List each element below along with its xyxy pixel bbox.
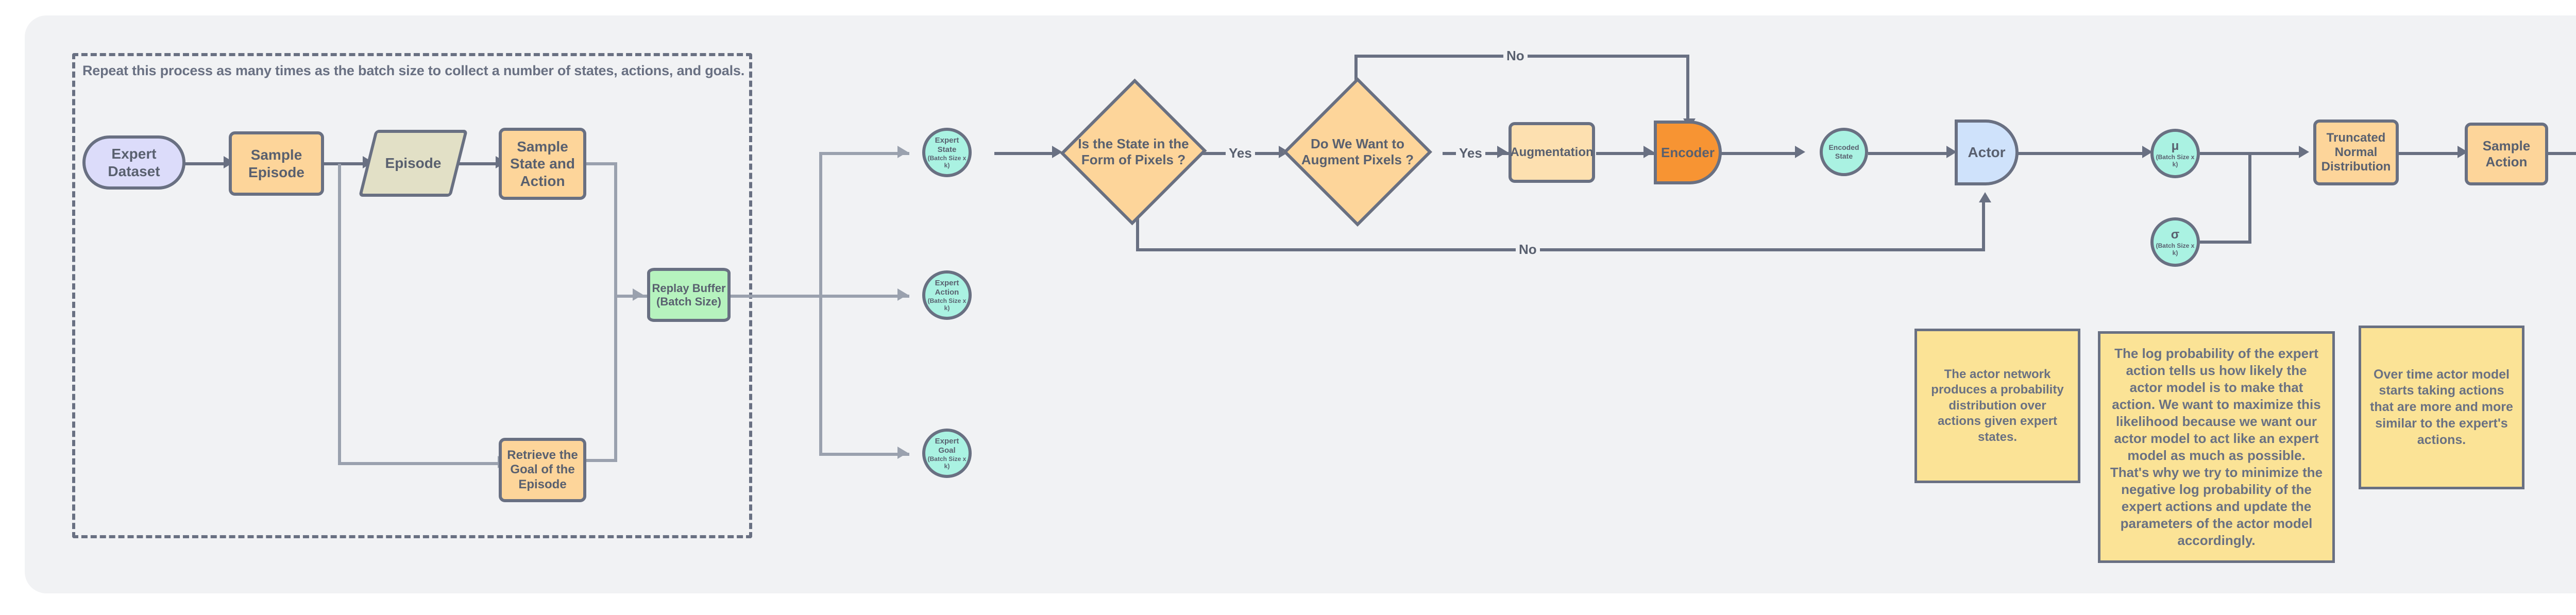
node-decision-augment-pixels-label: Do We Want to Augment Pixels ?	[1301, 136, 1414, 167]
edge-retrieve-goal-up	[614, 298, 617, 462]
node-augmentation[interactable]: Augmentation	[1509, 122, 1595, 183]
node-encoder[interactable]: Encoder	[1654, 121, 1722, 184]
arrowhead-to-pixels-decision	[1052, 146, 1062, 158]
arrowhead-mu-to-truncated	[2299, 146, 2309, 158]
node-decision-is-state-pixels[interactable]: Is the State in the Form of Pixels ?	[1060, 77, 1207, 227]
node-replay-buffer-shape	[647, 268, 731, 322]
edge-trunk-to-expert-goal	[819, 453, 909, 456]
edge-pixels-no-up-to-actor	[1982, 202, 1985, 251]
edge-sample-state-down	[614, 162, 617, 298]
edge-episode-to-sample-state	[447, 162, 499, 165]
edge-trunk-to-expert-state	[819, 152, 909, 155]
node-sample-action[interactable]: Sample Action	[2465, 123, 2548, 185]
node-sample-action-label: Sample Action	[2482, 138, 2531, 169]
node-sigma[interactable]: σ (Batch Size x k)	[2150, 217, 2200, 267]
note-actor-network-text: The actor network produces a probability…	[1931, 367, 2064, 444]
edge-label-pixels-yes: Yes	[1226, 145, 1255, 161]
note-actor-network: The actor network produces a probability…	[1914, 329, 2080, 483]
node-expert-dataset-label: Expert Dataset	[108, 146, 160, 179]
node-expert-dataset[interactable]: Expert Dataset	[82, 135, 185, 190]
note-log-probability-text: The log probability of the expert action…	[2110, 345, 2323, 549]
node-decision-is-state-pixels-label: Is the State in the Form of Pixels ?	[1078, 136, 1189, 167]
node-expert-action-label: Expert Action	[935, 279, 959, 297]
arrowhead-expert-action	[897, 288, 908, 301]
arrowhead-encoder-to-encoded-state	[1795, 146, 1805, 158]
arrowhead-expert-state	[897, 146, 908, 158]
node-expert-state-sub: (Batch Size x k)	[927, 154, 967, 169]
node-actor[interactable]: Actor	[1955, 119, 2019, 185]
edge-expert-state-to-pixels	[994, 152, 1056, 155]
edge-sample-state-right	[584, 162, 617, 165]
edge-sigma-right	[2200, 241, 2251, 244]
edge-sigma-up	[2248, 152, 2251, 244]
node-sigma-label: σ	[2171, 227, 2180, 242]
edge-actor-to-mu	[2018, 152, 2146, 155]
node-sigma-sub: (Batch Size x k)	[2156, 242, 2195, 257]
node-sample-episode-label: Sample Episode	[248, 147, 304, 180]
edge-label-augment-yes: Yes	[1456, 145, 1485, 161]
arrowhead-expert-goal	[897, 447, 908, 459]
node-encoder-label: Encoder	[1660, 144, 1715, 160]
node-mu-label: μ	[2171, 139, 2179, 153]
edge-pixels-no-down	[1136, 206, 1139, 251]
edge-augmentation-to-encoder	[1596, 152, 1656, 155]
edge-retrieve-goal-right	[584, 459, 616, 462]
edge-encoder-to-encoded-state	[1721, 152, 1798, 155]
repeat-process-caption: Repeat this process as many times as the…	[82, 63, 745, 78]
node-episode[interactable]: Episode	[358, 130, 468, 197]
node-mu[interactable]: μ (Batch Size x k)	[2150, 129, 2200, 178]
node-expert-goal-label: Expert Goal	[935, 437, 959, 455]
edge-sample-episode-down	[338, 164, 341, 465]
node-sample-state-and-action[interactable]: Sample State and Action	[499, 128, 586, 200]
node-replay-buffer[interactable]: Replay Buffer (Batch Size)	[647, 268, 731, 322]
edge-label-pixels-no: No	[1516, 242, 1540, 258]
edge-mu-to-truncated	[2200, 152, 2303, 155]
edge-truncated-to-sample-action	[2384, 152, 2462, 155]
note-over-time: Over time actor model starts taking acti…	[2359, 326, 2524, 489]
node-encoded-state[interactable]: Encoded State	[1820, 128, 1868, 176]
node-truncated-normal-distribution-label: Truncated Normal Distribution	[2321, 130, 2391, 174]
node-sample-episode[interactable]: Sample Episode	[229, 131, 324, 196]
note-over-time-text: Over time actor model starts taking acti…	[2370, 367, 2513, 447]
edge-dataset-to-sample-episode	[184, 162, 227, 165]
edge-buffer-to-trunk	[730, 295, 822, 298]
node-expert-goal-sub: (Batch Size x k)	[927, 455, 967, 470]
arrowhead-augmentation-to-encoder	[1643, 146, 1654, 158]
node-retrieve-goal-of-episode[interactable]: Retrieve the Goal of the Episode	[499, 438, 586, 502]
node-expert-action[interactable]: Expert Action (Batch Size x k)	[922, 270, 972, 320]
arrowhead-augment-yes	[1497, 146, 1507, 158]
edge-trunk-to-expert-action	[819, 295, 909, 298]
node-expert-goal[interactable]: Expert Goal (Batch Size x k)	[922, 429, 972, 478]
node-encoded-state-label: Encoded State	[1828, 143, 1859, 160]
node-retrieve-goal-of-episode-label: Retrieve the Goal of the Episode	[507, 448, 578, 491]
node-sample-state-and-action-label: Sample State and Action	[510, 139, 575, 189]
node-actor-label: Actor	[1968, 144, 2006, 161]
arrowhead-actor-to-mu	[2142, 146, 2153, 158]
arrowhead-into-replay-buffer-top	[633, 288, 643, 301]
node-expert-action-sub: (Batch Size x k)	[927, 297, 967, 312]
node-episode-label: Episode	[385, 155, 442, 171]
node-replay-buffer-label: Replay Buffer (Batch Size)	[652, 281, 726, 308]
node-expert-state[interactable]: Expert State (Batch Size x k)	[922, 128, 972, 177]
edge-sample-state-into-buffer	[614, 295, 649, 298]
node-decision-augment-pixels[interactable]: Do We Want to Augment Pixels ?	[1283, 77, 1432, 227]
node-augmentation-label: Augmentation	[1510, 145, 1594, 159]
edge-pixels-no-right	[1136, 248, 1985, 251]
edge-to-retrieve-goal	[338, 462, 503, 465]
note-log-probability: The log probability of the expert action…	[2098, 331, 2335, 563]
arrowhead-pixels-no-into-actor	[1979, 192, 1991, 202]
edge-trunk-vertical	[819, 152, 822, 456]
edge-label-augment-no: No	[1503, 48, 1528, 64]
edge-sample-episode-to-episode	[323, 162, 366, 165]
edge-encoded-state-to-actor	[1868, 152, 1951, 155]
node-truncated-normal-distribution[interactable]: Truncated Normal Distribution	[2313, 119, 2399, 185]
node-mu-sub: (Batch Size x k)	[2156, 153, 2195, 168]
node-expert-state-label: Expert State	[935, 136, 959, 154]
edge-sample-action-to-sampled	[2539, 152, 2576, 155]
arrowhead-encoded-state-to-actor	[1946, 146, 1957, 158]
edge-augment-no-down	[1686, 55, 1689, 122]
